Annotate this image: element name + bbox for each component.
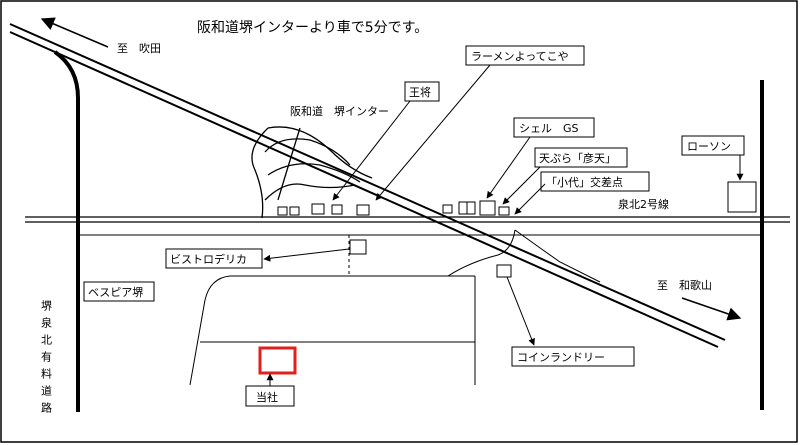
interchange-ramps <box>251 126 373 219</box>
pointer-tempura <box>502 166 541 205</box>
roadside-buildings <box>277 181 757 278</box>
arrow-to-wakayama <box>681 297 742 321</box>
landmark-ohsho: 王将 <box>409 86 431 99</box>
label-senboku-route-2: 泉北2号線 <box>618 197 669 211</box>
hanwa-expressway <box>9 23 726 348</box>
landmark-laundry: コインランドリー <box>517 351 605 364</box>
label-to-wakayama: 至 和歌山 <box>657 278 712 292</box>
company-marker <box>258 346 297 375</box>
local-roads <box>80 229 762 386</box>
pointer-laundry <box>506 276 535 346</box>
label-company: 当社 <box>256 390 278 404</box>
map-title: 阪和道堺インターより車で5分です。 <box>197 19 428 36</box>
arrow-to-suita <box>40 17 109 48</box>
pointer-ramen <box>375 64 491 201</box>
label-vertical-road: 堺泉北有料道路 <box>40 300 53 419</box>
landmark-lawson: ローソン <box>687 140 731 153</box>
senboku-route-2 <box>25 216 790 223</box>
pointer-bistro <box>263 248 350 262</box>
landmark-vespia: ベスピア堺 <box>88 286 143 299</box>
landmark-ramen: ラーメンよってこや <box>471 50 569 63</box>
landmark-tempura: 天ぷら「彦天」 <box>539 151 616 165</box>
label-interchange: 阪和道 堺インター <box>290 104 389 118</box>
pointer-shell <box>486 136 531 199</box>
label-to-suita: 至 吹田 <box>117 42 161 55</box>
landmark-shell: シェル GS <box>519 122 579 135</box>
landmark-bistro: ビストロデリカ <box>170 252 247 266</box>
pointer-ohsho <box>332 100 411 201</box>
landmark-intersection: 「小代」交差点 <box>546 175 623 189</box>
pointer-intersection <box>514 183 546 215</box>
suita-connector <box>53 50 80 412</box>
